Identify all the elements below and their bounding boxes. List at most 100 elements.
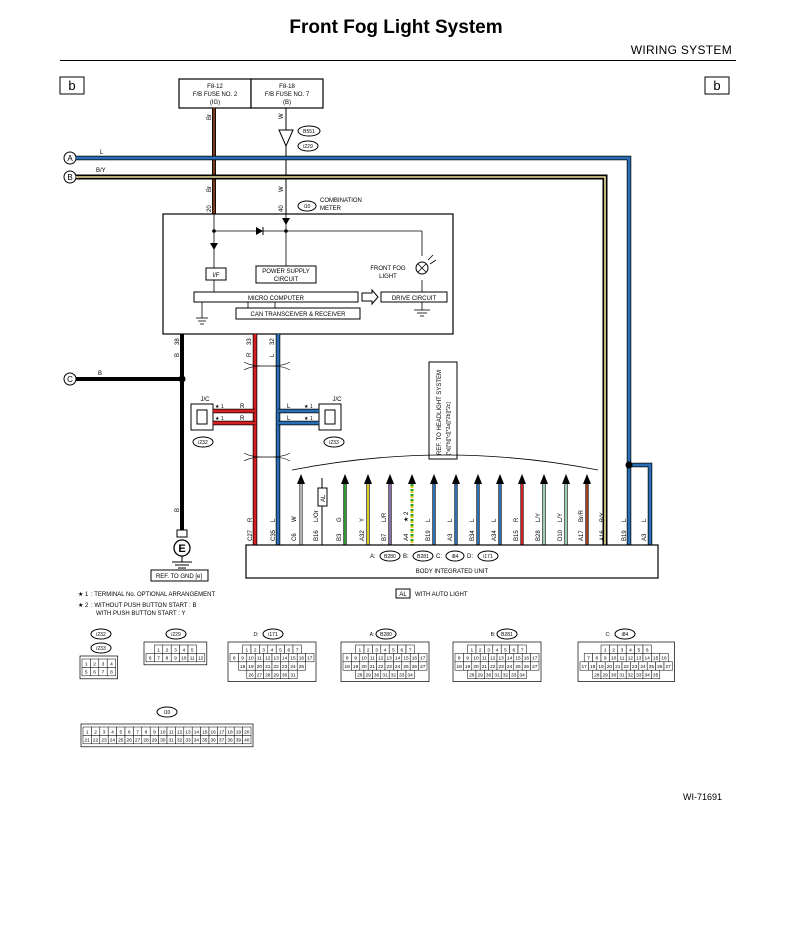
pinout-5-pin: 3: [621, 647, 624, 653]
pinout-3-pin: 13: [387, 656, 393, 662]
biu-conn-d-prefix: D:: [467, 554, 473, 560]
section-label: WIRING SYSTEM: [630, 43, 732, 57]
pinout-2-pin: 17: [307, 656, 313, 662]
jc-right-l-branch: [278, 408, 319, 426]
al-box-on-wire: [317, 487, 328, 507]
bus-a-wire: [76, 155, 632, 550]
connector-b281-label: B281: [417, 554, 429, 560]
pinout-4-pin: 21: [482, 664, 488, 670]
pinout-3-pin: 26: [412, 664, 418, 670]
pinout-5-pin: 15: [653, 656, 659, 662]
pinout-6-pin: 8: [145, 729, 148, 735]
drive-circuit-label: DRIVE CIRCUIT: [392, 296, 437, 302]
biu-pin-3: B16: [314, 530, 320, 541]
pinout-5-pin: 32: [628, 673, 634, 679]
pinout-2-pin: 7: [296, 647, 299, 653]
biu-pin-7: A4: [404, 533, 410, 541]
biu-pin-color-17: L: [622, 518, 628, 522]
pinout-2-pin: 16: [299, 656, 305, 662]
page-ref-right: [704, 76, 730, 95]
biu-label: BODY INTEGRATED UNIT: [416, 569, 489, 575]
jc-left-inner: [196, 409, 208, 425]
pinout-4-pin: 6: [512, 647, 515, 653]
meter-pin-20: 20: [207, 205, 213, 212]
pinout-4-pin: 16: [524, 656, 530, 662]
biu-pin-color-10: L: [470, 518, 476, 522]
meter-internal-wiring: [196, 214, 430, 325]
pinout-2-pin: 12: [265, 656, 271, 662]
fuse-box-2: F8-18 F/B FUSE NO. 7 (B): [250, 78, 324, 109]
pinout-0-pin: 5: [85, 670, 88, 676]
wire-label-w-bottom: W: [279, 186, 285, 192]
biu-pin-15: A17: [579, 530, 585, 541]
pinout-1-housing: [143, 641, 208, 666]
pinout-6-pin: 6: [128, 729, 131, 735]
biu-pin-color-8: L: [426, 518, 432, 522]
figure-id: WI-71691: [683, 792, 722, 802]
pinout-3-pin: 21: [370, 664, 376, 670]
pinout-6-pin: 2: [94, 729, 97, 735]
pinout-6-pin: 27: [135, 738, 141, 744]
ref-headlight-box: [428, 361, 458, 460]
pinout-6-callout-0: [156, 706, 178, 718]
pinout-6-pin: 3: [103, 729, 106, 735]
pinout-3-pin: 32: [391, 673, 397, 679]
pinout-5-callout-1: [614, 628, 636, 640]
pinout-3-callout-1: [375, 628, 397, 640]
biu-pin-16: A16: [600, 530, 606, 541]
pinout-3-pin: 25: [403, 664, 409, 670]
meter-label-2: METER: [320, 206, 342, 212]
twisted-pair-mark-2: [243, 452, 291, 462]
biu-pin-8: B19: [426, 530, 432, 541]
pinout-6-pin: 32: [177, 738, 183, 744]
pinout-3-cell: [418, 661, 428, 671]
ref-headlight-line2: [*a][*b][*c][*2a][*2b][*2c]: [446, 402, 452, 455]
pinout-5-label-0: C:: [606, 632, 611, 638]
junction-bus-c: [178, 375, 186, 383]
pinout-2-pin: 4: [271, 647, 274, 653]
pinout-6-pin: 19: [236, 729, 242, 735]
pinout-6-pin: 37: [219, 738, 225, 744]
pinout-0-pin: 4: [110, 661, 113, 667]
pinout-1-pin: 6: [149, 656, 152, 662]
pinout-4-pin: 3: [487, 647, 490, 653]
pinout-3-pin: 29: [366, 673, 372, 679]
biu-pin-5: A32: [360, 530, 366, 541]
connector-i171-label: i171: [483, 554, 493, 560]
pinout-6-housing: [80, 723, 254, 748]
al-legend-text: WITH AUTO LIGHT: [415, 592, 468, 598]
pinout-5-pin: 10: [611, 656, 617, 662]
pinout-4-pin: 8: [458, 656, 461, 662]
pinout-1-pin: 7: [157, 656, 160, 662]
connector-i84-label: i84: [452, 554, 459, 560]
pinout-2-cell: [288, 669, 298, 679]
pinout-1-pin: 4: [182, 647, 185, 653]
pinout-6-pin: 29: [152, 738, 158, 744]
pinout-1-pin: 11: [190, 656, 195, 662]
pinout-4-pin: 13: [499, 656, 505, 662]
pinout-5-cell: [651, 669, 661, 679]
pinout-2-pin: 3: [262, 647, 265, 653]
pinout-5-pin: 33: [636, 673, 642, 679]
fuse-2-name: F/B FUSE NO. 7: [265, 92, 310, 98]
biu-pin-color-2: W: [292, 516, 298, 522]
pinout-4-pin: 26: [524, 664, 530, 670]
pinout-2-label-0: D:: [254, 632, 259, 638]
al-legend-box-label: AL: [399, 592, 407, 598]
pinout-4-pin: 31: [494, 673, 500, 679]
pinout-0-pin: 1: [85, 661, 88, 667]
b551-terminal-triangle: [278, 129, 294, 148]
pinout-4-pin: 20: [473, 664, 479, 670]
pinout-1-label-0: i229: [171, 632, 181, 638]
pinout-2-pin: 26: [248, 673, 254, 679]
pinout-5-pin: 20: [607, 664, 613, 670]
pinout-2-pin: 8: [233, 656, 236, 662]
al-box-on-wire-label: AL: [321, 494, 327, 502]
pinout-4-housing: [452, 641, 542, 682]
pinout-0-pin: 3: [102, 661, 105, 667]
pinout-6-pin: 20: [244, 729, 250, 735]
ref-headlight-line1: REF. TO HEADLIGHT SYSTEM: [437, 370, 443, 455]
connector-b280-label: B280: [384, 554, 396, 560]
wire-label-b-lower: B: [175, 508, 181, 512]
